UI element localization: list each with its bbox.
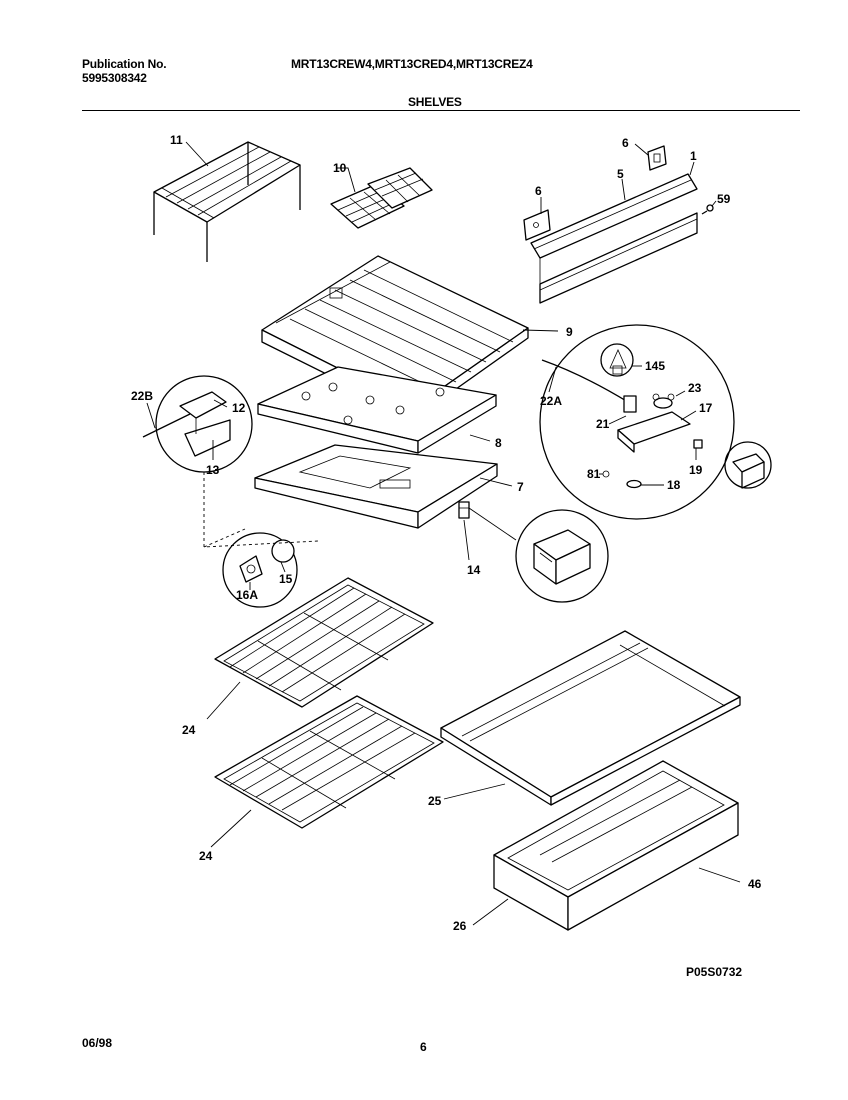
callout-11: 11 xyxy=(170,133,183,147)
callout-26: 26 xyxy=(453,919,467,933)
callout-labels: 11 10 6 6 5 1 59 9 22B 12 13 8 7 145 23 … xyxy=(131,133,762,933)
callout-8: 8 xyxy=(495,436,502,450)
detail-circle-thermostat[interactable] xyxy=(142,375,253,473)
callout-81: 81 xyxy=(587,467,601,481)
callout-21: 21 xyxy=(596,417,610,431)
callout-24-upper: 24 xyxy=(182,723,196,737)
detail-circle-control-housing[interactable] xyxy=(539,324,735,520)
callout-10: 10 xyxy=(333,161,347,175)
part-7-light-frame[interactable] xyxy=(254,444,498,529)
diagram-code: P05S0732 xyxy=(686,965,742,979)
callout-25: 25 xyxy=(428,794,442,808)
part-5-control-channel[interactable] xyxy=(530,173,698,304)
part-8-shelf-frame[interactable] xyxy=(257,366,497,454)
part-26-crisper-drawer[interactable] xyxy=(493,760,739,931)
callout-23: 23 xyxy=(688,381,702,395)
part-25-crisper-cover[interactable] xyxy=(440,630,741,806)
model-numbers: MRT13CREW4,MRT13CRED4,MRT13CREZ4 xyxy=(291,57,533,71)
part-14-switch[interactable] xyxy=(458,501,470,519)
part-24-wire-shelf-lower[interactable] xyxy=(214,695,444,829)
callout-5: 5 xyxy=(617,167,624,181)
footer-date: 06/98 xyxy=(82,1036,113,1050)
callout-46: 46 xyxy=(748,877,762,891)
callout-6-lower: 6 xyxy=(535,184,542,198)
publication-number: 5995308342 xyxy=(82,71,147,85)
callout-24-lower: 24 xyxy=(199,849,213,863)
callout-9: 9 xyxy=(566,325,573,339)
callout-6-upper: 6 xyxy=(622,136,629,150)
footer-page-number: 6 xyxy=(420,1040,427,1054)
callout-12: 12 xyxy=(232,401,246,415)
part-11-wire-shelf[interactable] xyxy=(153,141,301,262)
callout-14: 14 xyxy=(467,563,481,577)
publication-label: Publication No. xyxy=(82,57,167,71)
callout-13: 13 xyxy=(206,463,220,477)
callout-22b: 22B xyxy=(131,389,153,403)
callout-15: 15 xyxy=(279,572,293,586)
part-6-bracket-upper[interactable] xyxy=(647,145,667,171)
callout-16a: 16A xyxy=(236,588,258,602)
callout-19: 19 xyxy=(689,463,703,477)
section-title: SHELVES xyxy=(408,95,462,109)
leader-lines xyxy=(146,141,741,926)
part-24-wire-shelf-upper[interactable] xyxy=(214,577,434,708)
part-59-screw[interactable] xyxy=(701,204,714,215)
callout-7: 7 xyxy=(517,480,524,494)
callout-145: 145 xyxy=(645,359,665,373)
part-6-bracket-lower[interactable] xyxy=(523,209,551,241)
detail-circle-light-housing[interactable] xyxy=(515,509,609,603)
detail-circle-bulb[interactable] xyxy=(222,532,298,608)
callout-17: 17 xyxy=(699,401,713,415)
part-10-ice-trays[interactable] xyxy=(330,167,433,229)
callout-18: 18 xyxy=(667,478,681,492)
detail-circle-switch[interactable] xyxy=(724,441,772,489)
callout-22a: 22A xyxy=(540,394,562,408)
callout-1: 1 xyxy=(690,149,697,163)
header-rule xyxy=(82,110,800,111)
callout-59: 59 xyxy=(717,192,731,206)
